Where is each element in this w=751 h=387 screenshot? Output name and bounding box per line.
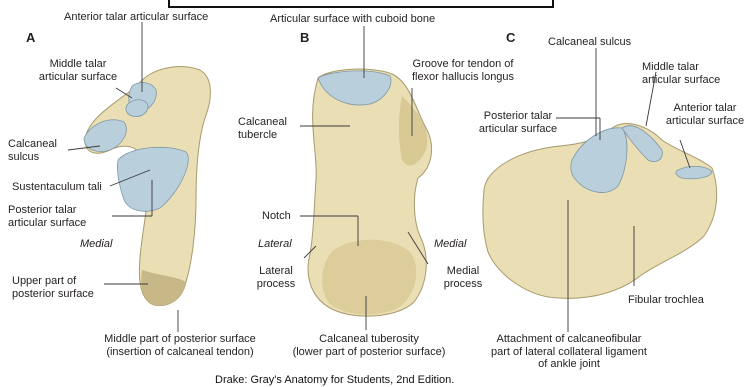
- label-cuboid: Articular surface with cuboid bone: [270, 13, 435, 26]
- label-calcaneal-tuberosity: Calcaneal tuberosity(lower part of poste…: [284, 333, 454, 358]
- anterior-talar-facet-c: [676, 166, 712, 178]
- bone-a: [84, 66, 210, 305]
- label-lateral-b: Lateral: [258, 238, 292, 250]
- credit-line: Drake: Gray's Anatomy for Students, 2nd …: [215, 374, 454, 386]
- panel-letter-c: C: [506, 30, 515, 45]
- posterior-talar-facet-c: [571, 128, 627, 193]
- bone-c: [483, 124, 717, 299]
- panel-letter-b: B: [300, 30, 309, 45]
- label-fibular-trochlea: Fibular trochlea: [628, 294, 704, 307]
- label-sustentaculum: Sustentaculum tali: [12, 181, 102, 194]
- label-medial-a: Medial: [80, 238, 112, 250]
- label-middle-posterior: Middle part of posterior surface(inserti…: [90, 333, 270, 358]
- label-notch: Notch: [262, 210, 291, 223]
- label-anterior-talar-a: Anterior talar articular surface: [64, 11, 208, 24]
- panel-letter-a: A: [26, 30, 35, 45]
- label-medial-b: Medial: [434, 238, 466, 250]
- bone-b: [308, 69, 431, 316]
- label-calcaneal-sulcus-c: Calcaneal sulcus: [548, 36, 631, 49]
